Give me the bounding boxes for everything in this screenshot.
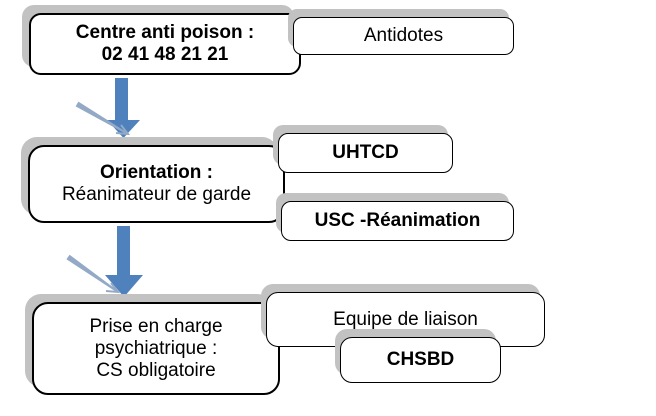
orientation-box: Orientation : Réanimateur de garde: [28, 145, 285, 223]
diagonal-arrow-head-icon: [115, 124, 131, 136]
orientation-line2: Réanimateur de garde: [61, 184, 252, 205]
chsbd-label: CHSBD: [386, 349, 455, 370]
poison-center-line2: 02 41 48 21 21: [101, 44, 229, 65]
liaison-team-box: Equipe de liaison: [266, 292, 545, 347]
liaison-team-label: Equipe de liaison: [333, 308, 478, 330]
usc-reanimation-label: USC -Réanimation: [314, 210, 481, 231]
diagonal-arrow-icon: [66, 254, 119, 293]
arrow-group-1: [75, 78, 140, 138]
psychiatric-care-line2: psychiatrique :: [94, 337, 218, 359]
psychiatric-care-box: Prise en charge psychiatrique : CS oblig…: [32, 302, 280, 395]
uhtcd-label: UHTCD: [332, 142, 399, 163]
antidotes-box: Antidotes: [293, 17, 514, 55]
psychiatric-care-line1: Prise en charge: [89, 315, 223, 337]
uhtcd-box: UHTCD: [278, 133, 453, 173]
psychiatric-care-line3: CS obligatoire: [96, 359, 216, 381]
arrow-group-2: [66, 226, 143, 297]
chsbd-box: CHSBD: [340, 337, 501, 383]
usc-reanimation-box: USC -Réanimation: [281, 201, 514, 241]
diagonal-arrow-head-icon: [105, 282, 121, 294]
down-arrow-icon: [107, 78, 140, 138]
poison-center-line1: Centre anti poison :: [75, 22, 255, 43]
orientation-line1: Orientation :: [100, 162, 213, 183]
antidotes-label: Antidotes: [363, 25, 444, 46]
diagonal-arrow-icon: [75, 101, 129, 135]
down-arrow-icon: [105, 226, 143, 297]
poison-center-box: Centre anti poison : 02 41 48 21 21: [29, 13, 301, 75]
